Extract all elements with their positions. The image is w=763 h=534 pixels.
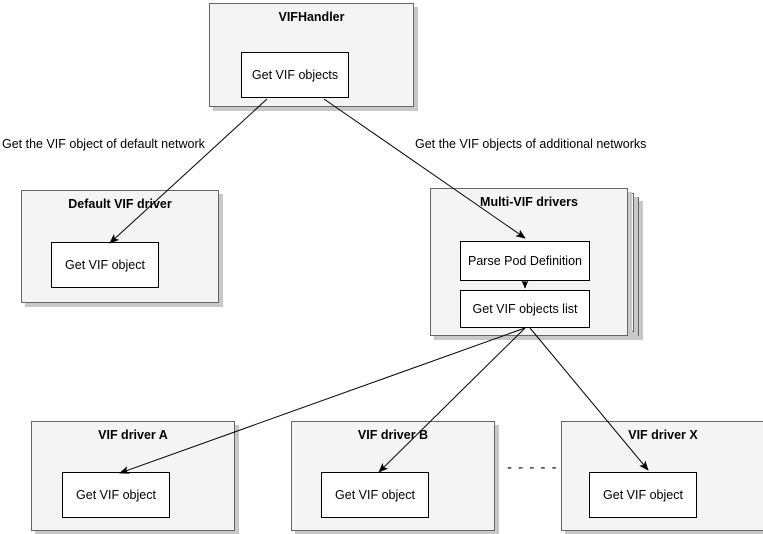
multi-vif-drivers-parse-pod-definition-label: Parse Pod Definition xyxy=(468,253,582,268)
multi-vif-drivers-parse-pod-definition-box[interactable]: Parse Pod Definition xyxy=(460,241,590,281)
vif-driver-b-get-vif-object-label: Get VIF object xyxy=(335,487,415,502)
vif-driver-b-get-vif-object-box[interactable]: Get VIF object xyxy=(321,472,429,518)
default-vif-driver-title: Default VIF driver xyxy=(68,197,172,211)
vif-driver-b-title: VIF driver B xyxy=(357,428,429,442)
multi-vif-drivers-get-vif-objects-list-label: Get VIF objects list xyxy=(472,301,578,316)
drivers-ellipsis: - - - - - xyxy=(507,459,558,476)
default-vif-driver-get-vif-object-label: Get VIF object xyxy=(65,257,145,272)
vif-driver-x-get-vif-object-label: Get VIF object xyxy=(603,487,683,502)
default-vif-driver-get-vif-object-box[interactable]: Get VIF object xyxy=(51,242,159,288)
vif-handler-get-vif-objects-box[interactable]: Get VIF objects xyxy=(241,52,349,98)
vif-driver-x-get-vif-object-box[interactable]: Get VIF object xyxy=(589,472,697,518)
edge-label-default-network: Get the VIF object of default network xyxy=(2,137,205,151)
vif-handler-title: VIFHandler xyxy=(278,10,345,24)
vif-driver-a-title: VIF driver A xyxy=(98,428,168,442)
multi-vif-drivers-get-vif-objects-list-box[interactable]: Get VIF objects list xyxy=(460,290,590,328)
vif-driver-a-get-vif-object-box[interactable]: Get VIF object xyxy=(62,472,170,518)
edge-label-additional-networks: Get the VIF objects of additional networ… xyxy=(415,137,647,151)
vif-driver-x-title: VIF driver X xyxy=(628,428,698,442)
vif-driver-a-get-vif-object-label: Get VIF object xyxy=(76,487,156,502)
vif-handler-get-vif-objects-label: Get VIF objects xyxy=(251,67,339,82)
multi-vif-drivers-title: Multi-VIF drivers xyxy=(480,195,578,209)
